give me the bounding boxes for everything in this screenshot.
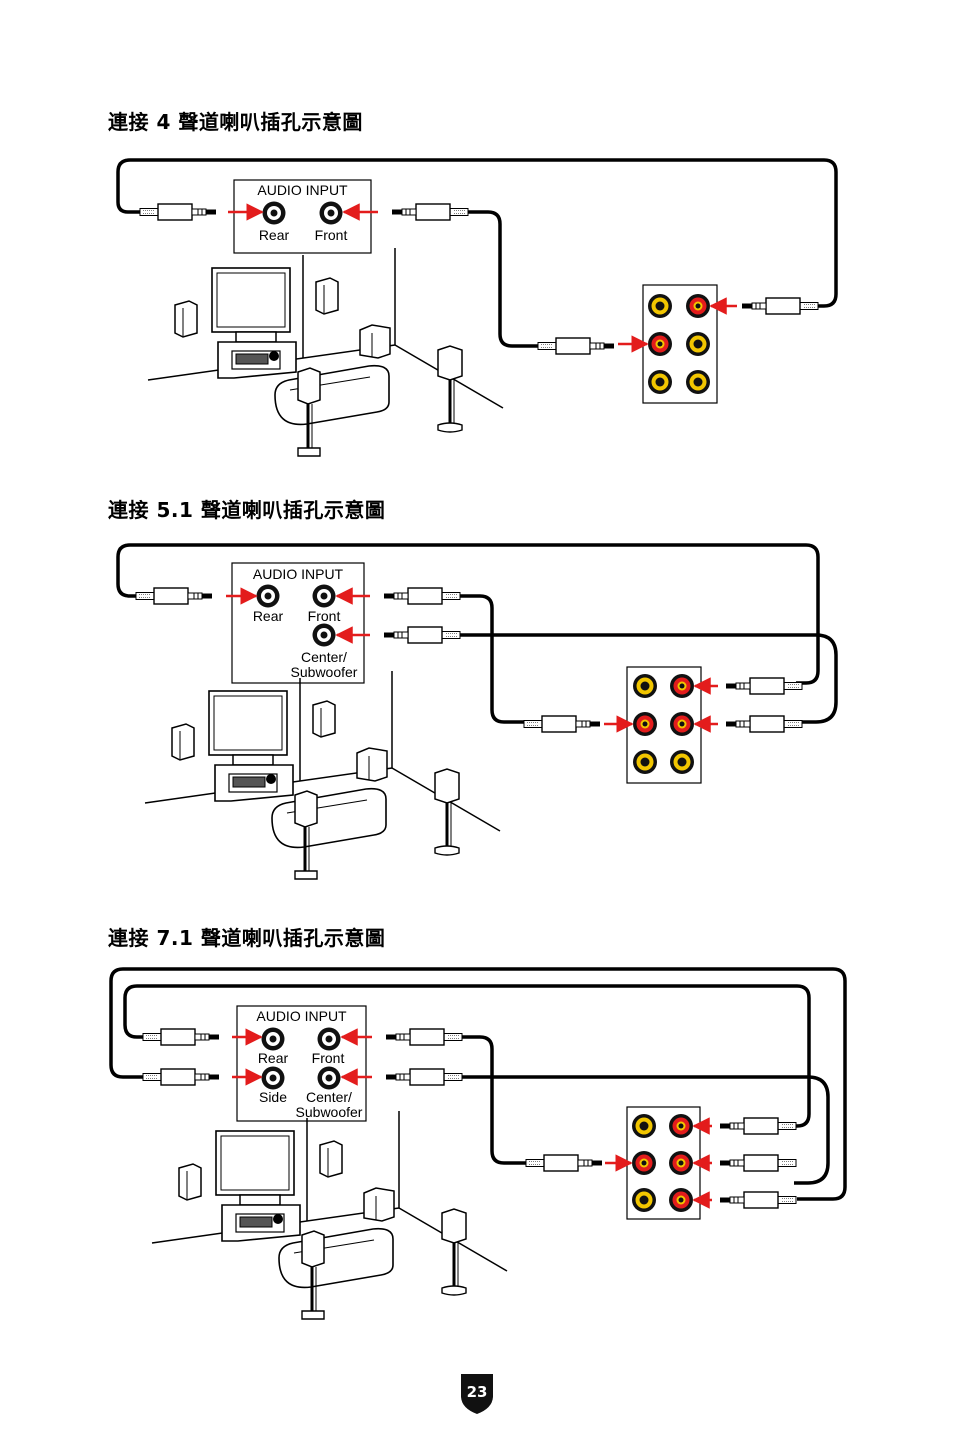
cable-front-2 [460, 594, 524, 724]
plug-3b [142, 1068, 220, 1086]
io2-5 [633, 750, 657, 774]
label-front: Front [314, 227, 348, 243]
plug-2f [523, 715, 601, 733]
io2-1 [633, 674, 657, 698]
plug-front-card [537, 337, 615, 355]
jack-center-3 [317, 1066, 341, 1090]
plug-3e [720, 1118, 796, 1134]
plug-3a [142, 1028, 220, 1046]
io-jack-4 [686, 332, 710, 356]
diagram-2-graphics [116, 543, 838, 881]
label-rear: Rear [258, 227, 290, 243]
cable-rear-2 [116, 543, 820, 685]
cable-front-3 [462, 1035, 526, 1165]
jack-front-2 [312, 584, 336, 608]
io3-2 [669, 1114, 693, 1138]
panel-title-2: AUDIO INPUT [252, 566, 344, 582]
diagram-1-title: 連接 4 聲道喇叭插孔示意圖 [108, 110, 363, 134]
jack-front [319, 201, 343, 225]
io-jack-1 [648, 294, 672, 318]
io3-3 [632, 1151, 656, 1175]
panel-title: AUDIO INPUT [257, 182, 348, 198]
audio-input-panel-2 [231, 562, 365, 684]
io2-2 [670, 674, 694, 698]
jack-front-3 [317, 1027, 341, 1051]
io-jack-3 [648, 332, 672, 356]
diagram-5-1-channel: AUDIO INPUT Rear Front Center/ Subwoofer [0, 385, 954, 895]
io2-6 [670, 750, 694, 774]
label-center-2: Center/ [301, 649, 347, 665]
cable-side-3 [109, 967, 847, 1201]
label-front-3: Front [311, 1050, 345, 1066]
label-rear-2: Rear [252, 608, 284, 624]
cable-rear [116, 158, 838, 308]
plug-2e [726, 716, 802, 732]
io3-1 [632, 1114, 656, 1138]
plug-3c [386, 1029, 462, 1045]
label-subwoofer-2: Subwoofer [290, 664, 358, 680]
audio-input-panel-3 [236, 1005, 367, 1122]
diagram-3-title: 連接 7.1 聲道喇叭插孔示意圖 [108, 926, 386, 950]
label-subwoofer-3: Subwoofer [295, 1104, 363, 1120]
plug-3f [720, 1155, 796, 1171]
io3-6 [669, 1188, 693, 1212]
plug-rear [139, 203, 217, 221]
plug-2c [384, 627, 460, 643]
io-jack-2 [686, 294, 710, 318]
io2-3 [633, 712, 657, 736]
io2-4 [670, 712, 694, 736]
diagram-4-channel: AUDIO INPUT Rear Front [0, 0, 954, 470]
label-center-3: Center/ [306, 1089, 352, 1105]
plug-3h [525, 1154, 603, 1172]
cable-rear-3 [123, 984, 811, 1128]
plug-front [392, 204, 468, 220]
page-badge-shield [461, 1374, 493, 1414]
cable-front [468, 210, 540, 348]
label-side-3: Side [258, 1089, 288, 1105]
plug-2a [135, 587, 213, 605]
jack-rear [262, 201, 286, 225]
jack-side-3 [261, 1066, 285, 1090]
page-number: 23 [466, 1383, 488, 1401]
panel-title-3: AUDIO INPUT [256, 1008, 347, 1024]
jack-rear-3 [261, 1027, 285, 1051]
cable-center-2 [460, 633, 838, 724]
plug-2b [384, 588, 460, 604]
plug-3g [720, 1192, 796, 1208]
label-rear-3: Rear [257, 1050, 289, 1066]
diagram-7-1-channel: AUDIO INPUT Rear Front Side Center/ Subw… [0, 805, 954, 1325]
plug-3d [386, 1069, 462, 1085]
io3-4 [669, 1151, 693, 1175]
plug-rear-card [742, 298, 818, 314]
diagram-2-title: 連接 5.1 聲道喇叭插孔示意圖 [108, 498, 386, 522]
cable-center-3 [462, 1075, 830, 1185]
plug-2d [726, 678, 802, 694]
diagram-1-graphics [116, 158, 838, 458]
label-front-2: Front [307, 608, 341, 624]
room-scene-3 [150, 1109, 509, 1321]
diagram-3-graphics [109, 967, 847, 1321]
jack-rear-2 [256, 584, 280, 608]
io3-5 [632, 1188, 656, 1212]
jack-center-2 [312, 623, 336, 647]
